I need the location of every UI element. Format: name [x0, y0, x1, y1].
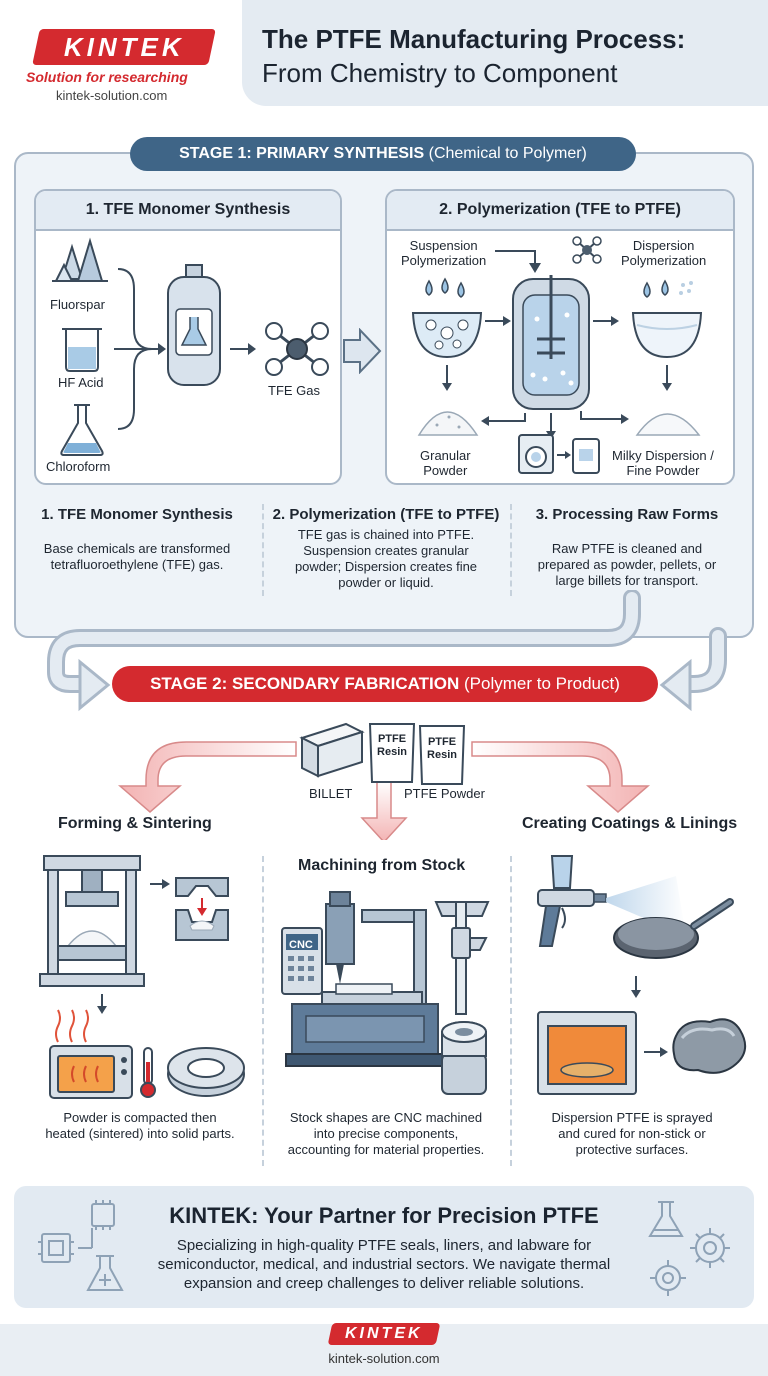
- machining-title: Machining from Stock: [298, 857, 466, 874]
- footer-logo-text: KINTEK: [345, 1325, 423, 1342]
- page-title-line2: From Chemistry to Component: [262, 58, 618, 88]
- page-title-line1: The PTFE Manufacturing Process:: [262, 24, 686, 54]
- spray-gun-icon: [537, 855, 607, 947]
- brand-tagline: Solution for researching: [26, 69, 188, 85]
- step-divider-1: [262, 504, 264, 596]
- dispersion-drops-icon: [643, 279, 669, 298]
- ptfe-powder-label: PTFE Powder: [404, 786, 485, 801]
- billet-icon: [299, 722, 365, 778]
- chip-icon: [91, 1200, 115, 1230]
- stage1-badge-sub: (Chemical to Polymer): [428, 145, 587, 162]
- partner-box: [14, 1186, 754, 1308]
- hf-acid-icon: [62, 328, 102, 372]
- brand-url: kintek-solution.com: [56, 88, 168, 103]
- step-divider-2: [510, 504, 512, 596]
- chloroform-icon: [60, 404, 104, 456]
- step3-text: Raw PTFE is cleaned and prepared as powd…: [537, 541, 717, 588]
- thermometer-icon: [140, 1047, 156, 1098]
- mold-icon: [175, 877, 229, 941]
- monomer-icon: [572, 236, 602, 264]
- input-fluorspar: Fluorspar: [50, 297, 105, 312]
- partner-text: Specializing in high-quality PTFE seals,…: [157, 1237, 611, 1292]
- cnc-machine-icon: [281, 891, 445, 1067]
- milky-dispersion-label: Milky Dispersion / Fine Powder: [612, 448, 714, 478]
- dispersion-polymerization-label: Dispersion Polymerization: [621, 238, 707, 268]
- machining-illustration: [281, 891, 490, 1095]
- processor-icon: [38, 1228, 93, 1263]
- suspension-polymerization-label: Suspension Polymerization: [401, 238, 487, 268]
- settings-gear-icon: [650, 1260, 686, 1296]
- coated-part-icon: [672, 1018, 747, 1074]
- step1-title: 1. TFE Monomer Synthesis: [41, 506, 233, 523]
- footer-logo: KINTEK: [327, 1323, 441, 1345]
- seal-ring-icon: [167, 1047, 245, 1097]
- caliper-icon: [434, 901, 490, 1015]
- partner-title: KINTEK: Your Partner for Precision PTFE: [169, 1203, 599, 1228]
- dispersion-particles-icon: [679, 281, 693, 295]
- stage2-branch-arrows: [117, 722, 651, 840]
- stage1-flow-arrow: [343, 328, 382, 374]
- polymerization-illustration: [411, 236, 703, 474]
- coatings-illustration: [537, 855, 747, 1095]
- step1-text: Base chemicals are transformed tetrafluo…: [43, 541, 231, 572]
- granular-powder-label: Granular Powder: [420, 448, 471, 478]
- tfe-molecule-icon: [265, 322, 329, 376]
- tfe-synthesis-card-title: 1. TFE Monomer Synthesis: [36, 191, 340, 231]
- curing-oven-icon: [537, 1011, 637, 1095]
- lab-flask-icon: [648, 1201, 684, 1237]
- footer-url: kintek-solution.com: [328, 1351, 440, 1366]
- stage2-badge-sub: (Polymer to Product): [464, 674, 620, 693]
- output-tfe-gas: TFE Gas: [268, 383, 321, 398]
- machined-fitting-icon: [441, 1021, 487, 1095]
- washing-machine-icon: [518, 434, 554, 474]
- polymerization-reactor-icon: [512, 275, 590, 410]
- coatings-title: Creating Coatings & Linings: [522, 815, 738, 832]
- forming-sintering-title: Forming & Sintering: [58, 815, 212, 832]
- stage1-badge: STAGE 1: PRIMARY SYNTHESIS (Chemical to …: [130, 137, 636, 171]
- input-hf-acid: HF Acid: [58, 375, 104, 390]
- frying-pan-icon: [613, 898, 734, 959]
- polymerization-card-title: 2. Polymerization (TFE to PTFE): [387, 191, 733, 231]
- machining-text: Stock shapes are CNC machined into preci…: [287, 1110, 485, 1157]
- billet-label: BILLET: [309, 786, 353, 801]
- step2-title: 2. Polymerization (TFE to PTFE): [272, 506, 500, 523]
- resin-bag-label-2: PTFE Resin: [427, 736, 457, 761]
- resin-bag-label-1: PTFE Resin: [377, 733, 407, 758]
- dispersion-bowl-icon: [631, 312, 703, 359]
- reactor-icon: [167, 264, 221, 386]
- col-divider-1: [262, 856, 264, 1166]
- input-chloroform: Chloroform: [46, 459, 111, 474]
- partner-left-icons: [38, 1200, 124, 1291]
- stage2-badge-main: STAGE 2: SECONDARY FABRICATION: [150, 674, 460, 693]
- suspension-bowl-icon: [411, 312, 483, 359]
- forming-sintering-illustration: [39, 855, 245, 1099]
- brand-logo: KINTEK: [32, 29, 216, 65]
- brand-logo-text: KINTEK: [63, 31, 185, 62]
- partner-right-icons: [648, 1201, 730, 1296]
- granular-powder-icon: [417, 411, 479, 436]
- fine-powder-icon: [635, 413, 701, 436]
- gear-icon: [690, 1228, 730, 1268]
- coatings-text: Dispersion PTFE is sprayed and cured for…: [551, 1110, 713, 1157]
- oven-icon: [49, 1009, 133, 1099]
- ptfe-resin-bag-icon: [368, 723, 466, 785]
- water-drops-icon: [425, 277, 465, 298]
- cnc-label: CNC: [289, 939, 313, 951]
- step2-text: TFE gas is chained into PTFE. Suspension…: [294, 527, 478, 590]
- col-divider-2: [510, 856, 512, 1166]
- resin-bag-icon: [572, 438, 600, 474]
- fluorspar-icon: [52, 237, 108, 282]
- forming-sintering-text: Powder is compacted then heated (sintere…: [45, 1110, 235, 1141]
- step3-title: 3. Processing Raw Forms: [535, 506, 719, 523]
- stage2-badge: STAGE 2: SECONDARY FABRICATION (Polymer …: [112, 666, 658, 702]
- stage1-badge-main: STAGE 1: PRIMARY SYNTHESIS: [179, 145, 425, 162]
- stage-transition-arrows: [47, 590, 727, 712]
- medical-flask-icon: [86, 1255, 124, 1291]
- tfe-synthesis-illustration: [52, 237, 329, 456]
- press-icon: [39, 855, 145, 987]
- title-panel: [242, 0, 768, 106]
